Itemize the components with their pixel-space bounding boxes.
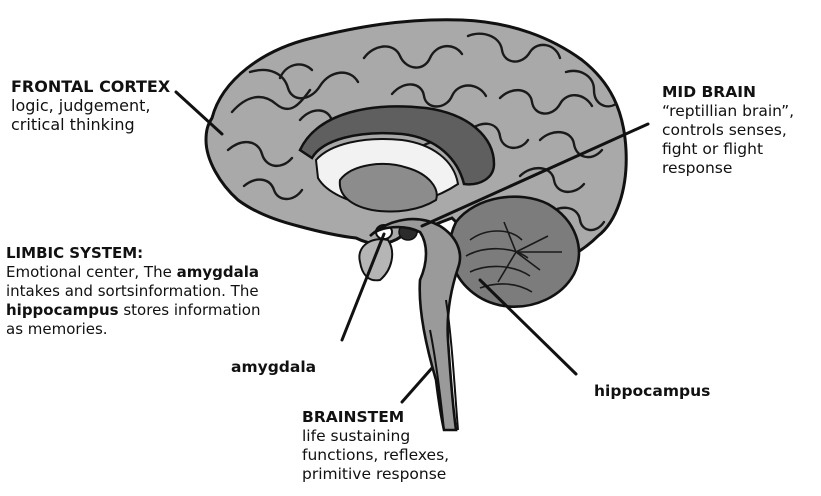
limbic-system-label: LIMBIC SYSTEM: Emotional center, The amy… xyxy=(6,244,260,339)
mid-brain-desc-line: response xyxy=(662,159,794,178)
brainstem-desc-line: functions, reflexes, xyxy=(302,446,449,465)
limbic-line-1: Emotional center, The amygdala xyxy=(6,263,260,282)
limbic-text: stores information xyxy=(119,301,261,319)
frontal-cortex-title: FRONTAL CORTEX xyxy=(11,77,170,96)
hippocampus-label: hippocampus xyxy=(594,382,710,401)
brainstem-desc-line: life sustaining xyxy=(302,427,449,446)
limbic-line-3: hippocampus stores information xyxy=(6,301,260,320)
brainstem-label: BRAINSTEM life sustaining functions, ref… xyxy=(302,408,449,484)
pons xyxy=(359,239,392,280)
mid-brain-title: MID BRAIN xyxy=(662,83,794,102)
limbic-hippocampus-emph: hippocampus xyxy=(6,301,119,319)
brainstem-desc-line: primitive response xyxy=(302,465,449,484)
mid-brain-label: MID BRAIN “reptillian brain”, controls s… xyxy=(662,83,794,178)
mid-brain-desc-line: controls senses, xyxy=(662,121,794,140)
limbic-text: Emotional center, The xyxy=(6,263,177,281)
mid-brain-desc-line: “reptillian brain”, xyxy=(662,102,794,121)
mid-brain-desc-line: fight or flight xyxy=(662,140,794,159)
brainstem-line xyxy=(402,368,432,402)
limbic-line-2: intakes and sortsinformation. The xyxy=(6,282,260,301)
brainstem-title: BRAINSTEM xyxy=(302,408,449,427)
amygdala-label: amygdala xyxy=(231,358,316,377)
frontal-cortex-desc-line: critical thinking xyxy=(11,115,170,134)
frontal-cortex-label: FRONTAL CORTEX logic, judgement, critica… xyxy=(11,77,170,134)
frontal-cortex-desc-line: logic, judgement, xyxy=(11,96,170,115)
limbic-system-title: LIMBIC SYSTEM: xyxy=(6,244,260,263)
limbic-amygdala-emph: amygdala xyxy=(177,263,259,281)
limbic-line-4: as memories. xyxy=(6,320,260,339)
